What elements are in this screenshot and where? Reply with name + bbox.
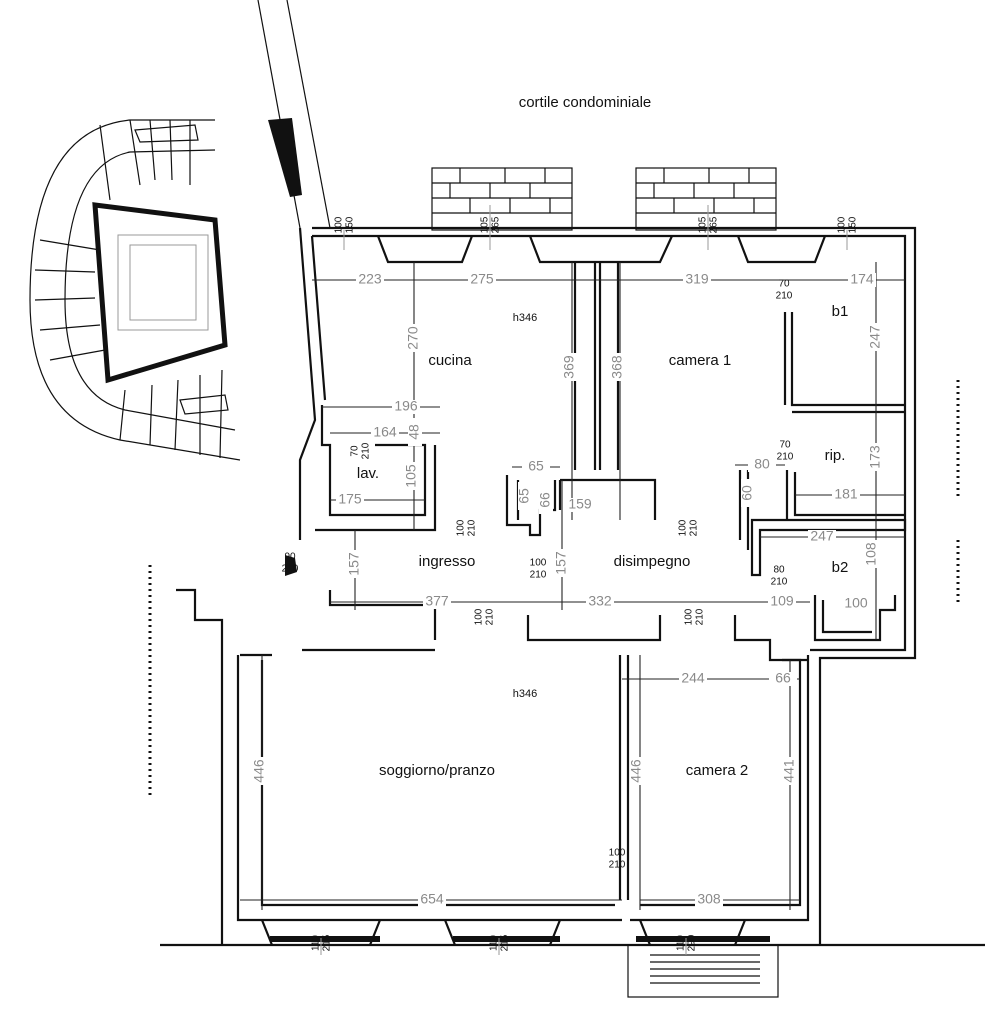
ceiling-height-label: h346 — [513, 312, 537, 324]
dimension-label: 319 — [685, 271, 709, 287]
opening-width: 100 — [456, 519, 467, 536]
dimension-label: 446 — [628, 759, 644, 783]
opening-height: 210 — [777, 452, 794, 463]
opening-width: 70 — [778, 279, 790, 290]
dimension-label: 654 — [420, 891, 444, 907]
opening-width: 80 — [773, 565, 785, 576]
dimension-label: 60 — [739, 485, 755, 501]
room-label: lav. — [357, 465, 379, 482]
room-label: rip. — [825, 447, 846, 464]
opening-height: 265 — [709, 216, 720, 233]
dimension-label: 368 — [609, 355, 625, 379]
dimension-label: 100 — [844, 595, 868, 611]
dimension-label: 157 — [346, 552, 362, 576]
opening-height: 150 — [848, 216, 859, 233]
opening-width: 70 — [350, 445, 361, 457]
property-boundary — [148, 380, 960, 795]
dimension-label: 181 — [834, 486, 858, 502]
courtyard-wall — [257, 0, 331, 229]
opening-height: 210 — [609, 860, 626, 871]
opening-width: 100 — [684, 608, 695, 625]
courtyard-label: cortile condominiale — [519, 94, 652, 111]
dimension-label: 175 — [338, 491, 362, 507]
dimension-label: 270 — [405, 326, 421, 350]
opening-height: 210 — [467, 519, 478, 536]
opening-height: 290 — [687, 934, 698, 951]
room-label: cucina — [428, 352, 472, 369]
dimension-label: 174 — [850, 271, 874, 287]
dimension-label: 65 — [528, 458, 544, 474]
light-wells — [431, 167, 777, 231]
dimension-label: 308 — [697, 891, 721, 907]
dimension-label: 159 — [568, 496, 592, 512]
opening-width: 110 — [676, 935, 687, 951]
room-label: disimpegno — [614, 553, 691, 570]
opening-width: 90 — [284, 552, 296, 563]
opening-width: 100 — [837, 216, 848, 233]
opening-height: 210 — [361, 442, 372, 459]
dimension-label: 48 — [406, 424, 422, 440]
opening-height: 215 — [500, 934, 511, 951]
opening-width: 100 — [334, 216, 345, 233]
opening-height: 210 — [776, 291, 793, 302]
dimension-label: 109 — [770, 593, 794, 609]
opening-width: 100 — [474, 608, 485, 625]
opening-height: 215 — [322, 934, 333, 951]
dimension-label: 441 — [781, 759, 797, 783]
opening-height: 150 — [345, 216, 356, 233]
dimension-label: 105 — [403, 464, 419, 488]
opening-height: 265 — [491, 216, 502, 233]
ceiling-height-label: h346 — [513, 688, 537, 700]
room-label: b2 — [832, 559, 849, 576]
opening-width: 110 — [489, 935, 500, 951]
dimension-label: 196 — [394, 398, 418, 414]
room-label: ingresso — [419, 553, 476, 570]
opening-height: 210 — [689, 519, 700, 536]
opening-width: 100 — [678, 519, 689, 536]
dimension-label: 275 — [470, 271, 494, 287]
opening-width: 105 — [480, 216, 491, 233]
dimension-lines — [240, 205, 905, 955]
opening-height: 210 — [530, 570, 547, 581]
dimension-label: 446 — [251, 759, 267, 783]
room-label: camera 2 — [686, 762, 749, 779]
opening-height: 210 — [282, 564, 299, 575]
opening-height: 210 — [485, 608, 496, 625]
room-label: soggiorno/pranzo — [379, 762, 495, 779]
room-label: b1 — [832, 303, 849, 320]
dimension-label: 66 — [537, 492, 553, 508]
opening-width: 70 — [779, 440, 791, 451]
room-label: camera 1 — [669, 352, 732, 369]
dimension-label: 157 — [553, 551, 569, 575]
walls — [160, 226, 985, 998]
dimension-label: 173 — [867, 445, 883, 469]
dimension-label: 332 — [588, 593, 612, 609]
opening-height: 210 — [695, 608, 706, 625]
dimension-label: 108 — [863, 542, 879, 566]
opening-width: 100 — [609, 848, 626, 859]
dimension-label: 247 — [810, 528, 834, 544]
opening-width: 110 — [311, 935, 322, 951]
dimension-label: 80 — [754, 456, 770, 472]
opening-height: 210 — [771, 577, 788, 588]
dimension-label: 223 — [358, 271, 382, 287]
dimension-label: 65 — [516, 488, 532, 504]
dimension-label: 377 — [425, 593, 449, 609]
opening-width: 100 — [530, 558, 547, 569]
dimension-label: 66 — [775, 670, 791, 686]
dimension-label: 164 — [373, 424, 397, 440]
opening-width: 105 — [698, 216, 709, 233]
dimension-label: 244 — [681, 670, 705, 686]
dimension-label: 369 — [561, 355, 577, 379]
dimension-label: 247 — [867, 325, 883, 349]
staircase — [29, 119, 241, 461]
